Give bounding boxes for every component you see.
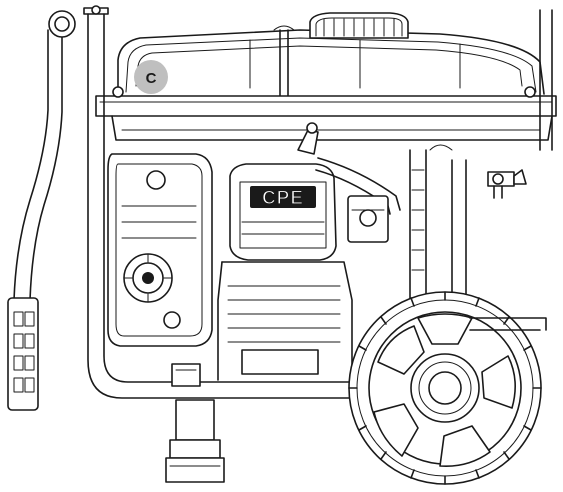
callout-c: C (134, 60, 168, 94)
recoil-pull-knob (123, 253, 173, 303)
wheel (348, 291, 542, 485)
handle (13, 10, 76, 301)
callout-c-circle (134, 60, 168, 94)
axle-bracket (469, 317, 547, 331)
handle-grip (7, 297, 39, 411)
support-leg (165, 399, 225, 483)
engine-block (217, 261, 353, 381)
callout-c-label: C (146, 70, 157, 87)
carburetor (347, 195, 389, 243)
fuel-tank (117, 29, 545, 95)
fuel-gauge-rod (273, 25, 295, 97)
lower-bracket (171, 363, 201, 387)
tank-mounting-plate (95, 86, 557, 141)
fuel-cap (309, 12, 409, 39)
fuel-valve (487, 169, 527, 199)
recoil-housing (107, 153, 213, 347)
frame (83, 5, 553, 399)
engine-brand-label: CPE (262, 188, 304, 209)
cylinder-head: CPE (229, 163, 337, 261)
spark-plug (297, 122, 319, 155)
